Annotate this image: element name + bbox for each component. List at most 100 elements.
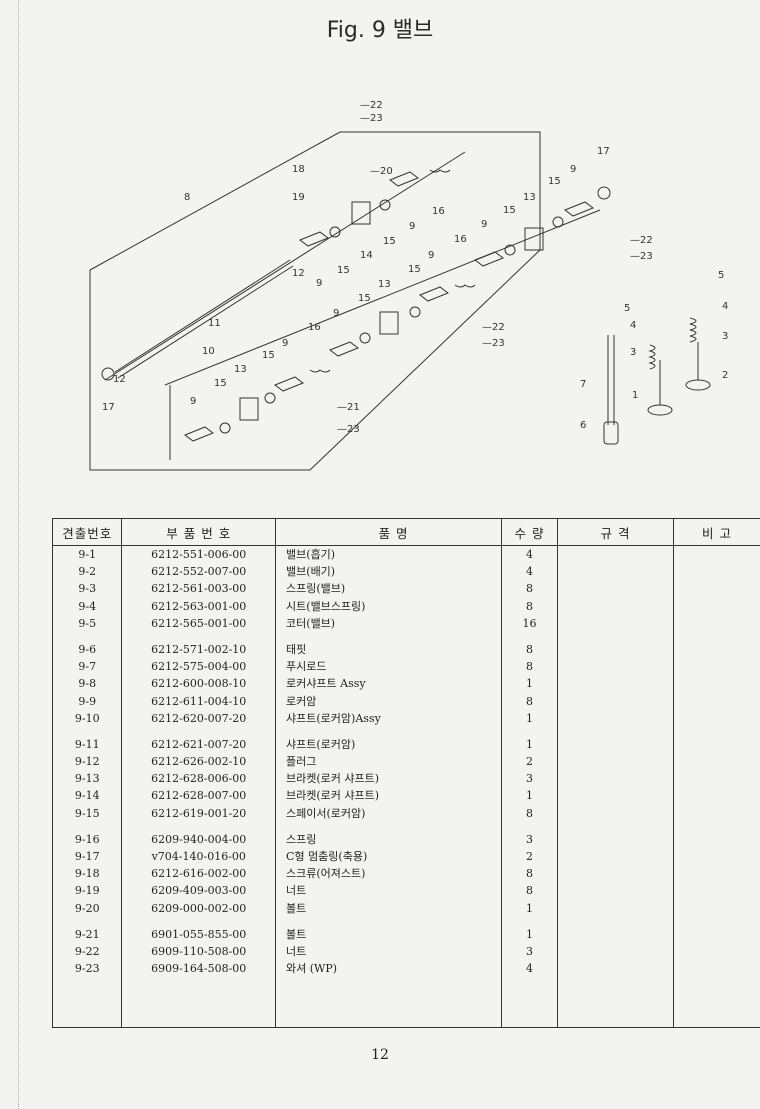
cell-no: 9-2	[51, 563, 123, 581]
svg-text:2: 2	[722, 370, 728, 381]
cell-note	[673, 597, 760, 615]
svg-text:9: 9	[190, 396, 196, 407]
svg-text:9: 9	[333, 308, 339, 319]
cell-spec	[556, 692, 675, 710]
svg-text:—22: —22	[482, 322, 505, 333]
cell-note	[673, 545, 760, 564]
svg-text:15: 15	[408, 264, 421, 275]
cell-spec	[556, 960, 675, 978]
cell-name: 밸브(배기)	[275, 563, 503, 581]
svg-text:15: 15	[214, 378, 227, 389]
group-spacer-row	[51, 821, 760, 831]
cell-part-no: 6209-940-004-00	[121, 830, 277, 848]
header-part-number: 부 품 번 호	[121, 518, 277, 546]
header-quantity: 수 량	[501, 518, 558, 546]
cell-qty: 1	[501, 675, 558, 693]
svg-text:17: 17	[597, 146, 610, 157]
cell-note	[673, 960, 760, 978]
svg-text:16: 16	[308, 322, 321, 333]
svg-text:19: 19	[292, 192, 305, 203]
cell-note	[673, 563, 760, 581]
cell-note	[673, 882, 760, 900]
table-filler-row	[51, 977, 760, 1029]
header-index-no: 견출번호	[51, 518, 123, 546]
cell-qty: 3	[501, 770, 558, 788]
svg-text:10: 10	[202, 346, 215, 357]
cell-name: 브라켓(로커 샤프트)	[275, 787, 503, 805]
cell-note	[673, 865, 760, 883]
cell-no: 9-18	[51, 865, 123, 883]
svg-text:4: 4	[722, 301, 728, 312]
cell-no: 9-4	[51, 597, 123, 615]
cell-spec	[556, 640, 675, 659]
cell-note	[673, 899, 760, 917]
cell-no: 9-3	[51, 580, 123, 598]
svg-text:—20: —20	[370, 166, 393, 177]
cell-no: 9-22	[51, 942, 123, 961]
cell-qty: 1	[501, 899, 558, 917]
svg-text:15: 15	[262, 350, 275, 361]
cell-name: 샤프트(로커암)Assy	[275, 709, 503, 727]
svg-text:16: 16	[454, 234, 467, 245]
svg-text:13: 13	[378, 279, 391, 290]
rocker-shaft	[114, 259, 291, 373]
cell-name: 시트(밸브스프링)	[275, 597, 503, 615]
cell-name: 코터(밸브)	[275, 614, 503, 632]
cell-name: 밸브(흡기)	[275, 545, 503, 564]
cell-name: 와셔 (WP)	[275, 960, 503, 978]
cell-qty: 8	[501, 804, 558, 822]
cell-part-no: 6212-600-008-10	[121, 675, 277, 693]
cell-qty: 3	[501, 830, 558, 848]
svg-text:8: 8	[184, 192, 190, 203]
cell-part-no: 6212-551-006-00	[121, 545, 277, 564]
cell-qty: 2	[501, 753, 558, 771]
cell-note	[673, 614, 760, 632]
cell-name: 로커암	[275, 692, 503, 710]
svg-text:3: 3	[722, 331, 728, 342]
cell-part-no: 6909-110-508-00	[121, 942, 277, 961]
cell-note	[673, 942, 760, 961]
cell-qty: 1	[501, 787, 558, 805]
svg-text:12: 12	[292, 268, 305, 279]
cell-spec	[556, 735, 675, 754]
cell-note	[673, 580, 760, 598]
cell-spec	[556, 865, 675, 883]
svg-text:11: 11	[208, 318, 221, 329]
cell-no: 9-20	[51, 899, 123, 917]
cell-spec	[556, 597, 675, 615]
cell-spec	[556, 830, 675, 848]
cell-no: 9-17	[51, 848, 123, 866]
svg-text:12: 12	[113, 374, 126, 385]
cell-qty: 4	[501, 545, 558, 564]
cell-spec	[556, 882, 675, 900]
cell-note	[673, 709, 760, 727]
cell-no: 9-9	[51, 692, 123, 710]
cell-spec	[556, 658, 675, 676]
cell-qty: 4	[501, 960, 558, 978]
svg-text:13: 13	[234, 364, 247, 375]
header-part-name: 품 명	[275, 518, 503, 546]
cell-note	[673, 753, 760, 771]
svg-text:—23: —23	[337, 424, 360, 435]
svg-text:9: 9	[570, 164, 576, 175]
cell-no: 9-15	[51, 804, 123, 822]
cell-name: 샤프트(로커암)	[275, 735, 503, 754]
cell-part-no: 6212-628-007-00	[121, 787, 277, 805]
cell-part-no: 6909-164-508-00	[121, 960, 277, 978]
svg-text:9: 9	[282, 338, 288, 349]
cell-spec	[556, 770, 675, 788]
